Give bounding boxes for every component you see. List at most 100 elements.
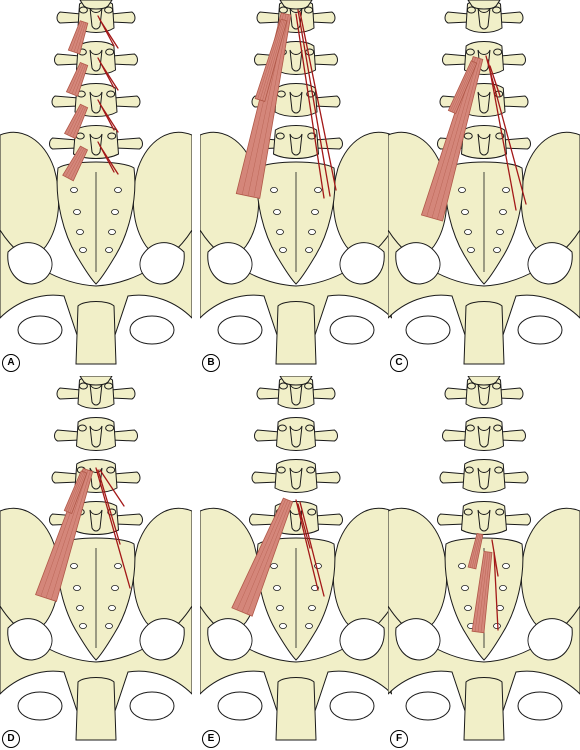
spinous-process bbox=[477, 467, 491, 490]
articular-facet-right bbox=[106, 466, 116, 474]
muscle-belly bbox=[471, 551, 493, 634]
right-obturator-foramen bbox=[329, 315, 375, 345]
pubic-symphysis bbox=[275, 677, 317, 741]
right-obturator-foramen bbox=[517, 691, 563, 721]
muscle-belly bbox=[63, 470, 88, 515]
sacral-foramen-left bbox=[76, 228, 84, 235]
left-obturator-foramen bbox=[17, 315, 63, 345]
spinous-process bbox=[289, 49, 303, 72]
tendon-3 bbox=[299, 11, 337, 191]
panel-a: A bbox=[0, 0, 192, 374]
spinous-process bbox=[89, 7, 103, 30]
muscle-fibre bbox=[65, 471, 83, 512]
spinous-process bbox=[289, 133, 303, 156]
muscle-fibre bbox=[74, 64, 87, 96]
muscle-fibre bbox=[76, 22, 87, 54]
spinous-process bbox=[477, 509, 491, 532]
pelvic-ring bbox=[388, 229, 580, 345]
muscle-fibre bbox=[73, 21, 85, 53]
sacral-foramen-left bbox=[276, 228, 284, 235]
transverse-process-right bbox=[502, 513, 531, 526]
transverse-process-left bbox=[56, 11, 82, 24]
left-pelvic-opening bbox=[7, 242, 53, 285]
articular-facet-right bbox=[105, 424, 115, 432]
tendon-3 bbox=[489, 65, 501, 97]
pubic-symphysis bbox=[275, 301, 317, 365]
articular-facet-right bbox=[104, 382, 114, 390]
articular-facet-left bbox=[276, 466, 286, 474]
sacral-foramen-left bbox=[276, 604, 284, 611]
tendon-3 bbox=[297, 503, 311, 549]
sacral-foramen-right bbox=[114, 562, 122, 569]
transverse-process-right bbox=[501, 95, 529, 108]
transverse-process-left bbox=[256, 387, 282, 400]
lumbar-vertebra bbox=[439, 459, 529, 493]
muscle-fibre bbox=[70, 148, 86, 180]
muscle-fibre bbox=[246, 500, 291, 615]
sacral-foramen-left bbox=[458, 186, 466, 193]
right-obturator-foramen bbox=[129, 691, 175, 721]
pelvic-ring bbox=[0, 605, 192, 721]
transverse-process-right bbox=[111, 429, 138, 442]
panel-e: E bbox=[200, 376, 392, 750]
left-pelvic-opening bbox=[207, 618, 253, 661]
left-obturator-foramen bbox=[405, 315, 451, 345]
skeleton bbox=[388, 0, 580, 365]
sacral-foramen-right bbox=[105, 622, 113, 629]
fascicle-level-2 bbox=[65, 62, 89, 97]
spinous-process bbox=[477, 7, 491, 30]
articular-facet-right bbox=[492, 6, 502, 14]
sacral-foramen-right bbox=[502, 186, 510, 193]
tendon-level-2b bbox=[99, 61, 119, 91]
sacral-foramen-left bbox=[70, 562, 78, 569]
muscle-fibre bbox=[257, 19, 283, 100]
muscle-fibre bbox=[474, 551, 487, 632]
transverse-process-right bbox=[310, 387, 336, 400]
transverse-process-right bbox=[499, 429, 526, 442]
sacral-foramen-left bbox=[76, 604, 84, 611]
right-pelvic-opening bbox=[527, 618, 573, 661]
spinous-process bbox=[289, 425, 303, 448]
transverse-process-left bbox=[51, 95, 79, 108]
right-obturator-foramen bbox=[329, 691, 375, 721]
transverse-process-left bbox=[54, 53, 81, 66]
transverse-process-left bbox=[51, 471, 79, 484]
sacral-foramen-right bbox=[305, 246, 313, 253]
lumbar-vertebra bbox=[251, 459, 341, 493]
muscle-fibre bbox=[473, 534, 482, 569]
tendon-1 bbox=[485, 55, 527, 205]
muscle-fibre bbox=[67, 147, 85, 179]
muscle-fibre bbox=[453, 62, 476, 113]
muscle-fibre bbox=[449, 61, 473, 112]
sacral-foramen-left bbox=[464, 604, 472, 611]
articular-facet-left bbox=[275, 132, 285, 140]
right-obturator-foramen bbox=[517, 315, 563, 345]
transverse-process-right bbox=[310, 11, 336, 24]
upper-vertebra-partial bbox=[79, 376, 113, 386]
spinous-process bbox=[89, 49, 103, 72]
transverse-process-right bbox=[114, 513, 143, 526]
lumbar-vertebra bbox=[51, 83, 141, 117]
sacral-foramen-right bbox=[111, 208, 119, 215]
articular-facet-left bbox=[78, 6, 88, 14]
left-obturator-foramen bbox=[217, 691, 263, 721]
articular-facet-right bbox=[307, 508, 317, 516]
spine-illustration-a bbox=[0, 0, 192, 365]
sacral-foramen-right bbox=[111, 584, 119, 591]
upper-vertebra-partial bbox=[467, 376, 501, 386]
right-obturator-foramen bbox=[129, 315, 175, 345]
sacral-foramen-right bbox=[308, 228, 316, 235]
articular-facet-left bbox=[465, 48, 475, 56]
muscle-fibre bbox=[69, 472, 86, 513]
muscle-belly bbox=[62, 145, 89, 182]
transverse-process-right bbox=[111, 53, 138, 66]
sacral-foramen-right bbox=[108, 228, 116, 235]
transverse-process-right bbox=[114, 137, 143, 150]
spine-illustration-b bbox=[200, 0, 392, 365]
spine-illustration-d bbox=[0, 376, 192, 741]
sacral-foramen-left bbox=[467, 246, 475, 253]
muscle-fibre bbox=[70, 21, 83, 52]
sacral-foramen-left bbox=[73, 208, 81, 215]
articular-facet-right bbox=[494, 466, 504, 474]
sacral-foramen-left bbox=[461, 208, 469, 215]
